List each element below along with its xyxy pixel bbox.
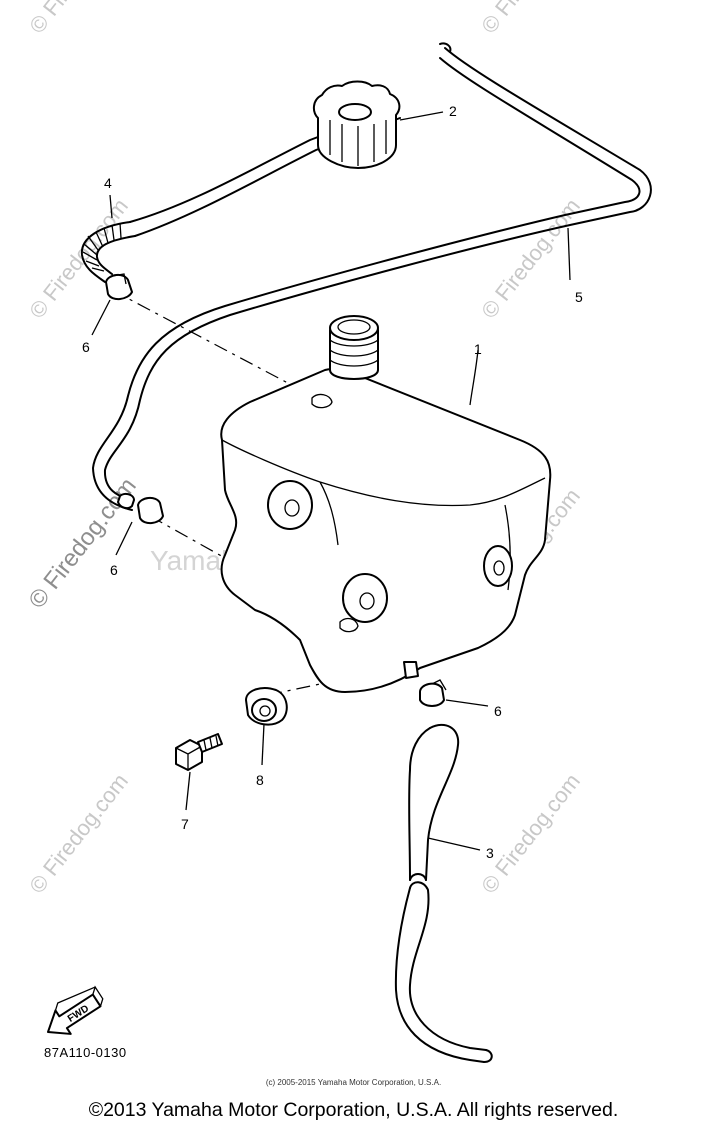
callout-5: 4 [104,175,112,191]
oil-tank-1 [220,315,552,693]
callout-3: 3 [486,845,494,861]
hose-5 [80,107,401,283]
corrugation [82,222,122,272]
filler-cap-2 [312,80,401,169]
leader-lines [91,111,571,851]
callouts: 2 1 5 4 6 6 6 3 7 8 [82,103,583,861]
callout-6-right: 6 [494,703,502,719]
small-copyright: (c) 2005-2015 Yamaha Motor Corporation, … [265,1078,442,1087]
hose-4 [92,42,652,511]
clamp-6-top [105,273,133,300]
clamp-6-right [419,679,447,707]
grommet-8 [245,687,288,726]
callout-6-top: 6 [82,339,90,355]
callout-1: 1 [474,341,482,357]
callout-6-left: 6 [110,562,118,578]
callout-8: 8 [256,772,264,788]
watermark-top-right: © Firedog.com [476,0,585,38]
watermark-lower-left: © Firedog.com [24,769,133,898]
watermark-upper-left: © Firedog.com [24,194,133,323]
main-copyright: ©2013 Yamaha Motor Corporation, U.S.A. A… [88,1099,619,1121]
hose-3 [394,723,493,1063]
bolt-7 [175,733,223,771]
fwd-arrow-icon: FWD [47,985,104,1035]
watermark-top-left: © Firedog.com [24,0,133,38]
callout-7: 7 [181,816,189,832]
diagram-part-code: 87A110-0130 [44,1045,127,1060]
callout-4: 5 [575,289,583,305]
watermark-lower-right: © Firedog.com [476,769,585,898]
callout-2: 2 [449,103,457,119]
clamp-6-left [117,492,164,524]
